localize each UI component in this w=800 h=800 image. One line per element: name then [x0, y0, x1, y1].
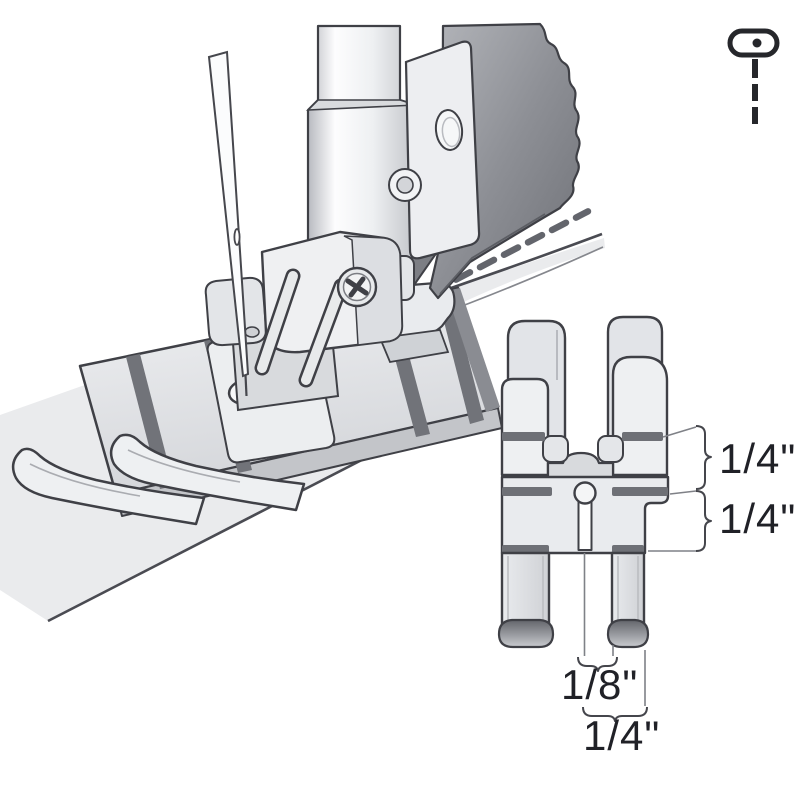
guide-band-row3-right: [612, 545, 644, 553]
dimension-label-right-lower: 1/4": [719, 495, 797, 542]
brace-bottom-base: [582, 706, 648, 722]
front-view-needle-hole: [573, 481, 597, 505]
sole-right-edge-band: [446, 288, 500, 412]
needle-eye: [233, 228, 241, 246]
spring-wires: [254, 268, 349, 388]
heel-pin: [244, 326, 260, 338]
sewing-scene: [0, 22, 605, 623]
brace-right-lower: [695, 490, 712, 552]
needle: [207, 50, 250, 397]
foot-toes: [11, 433, 306, 526]
brace-bottom-slot: [577, 656, 618, 672]
bridge-tab-right: [597, 435, 624, 463]
dimension-label-bottom-base: 1/4": [583, 712, 661, 759]
guide-band-row2-right: [612, 487, 668, 496]
brace-right-upper: [695, 425, 712, 490]
needle-bar-column: [306, 24, 418, 270]
toe-cap-left: [497, 618, 555, 649]
toe-inner: [109, 433, 306, 512]
leg-right: [610, 551, 646, 630]
shank-screw: [336, 266, 378, 308]
guide-band-row3-left: [502, 545, 549, 553]
phillips-cross-icon: [345, 276, 369, 298]
prong-right-front: [611, 355, 669, 477]
bridge-tab-left: [542, 435, 569, 463]
toe-outer: [11, 447, 206, 526]
leg-left: [500, 551, 551, 630]
guide-band-row1-right: [622, 432, 663, 441]
guide-band-row1-left: [502, 432, 545, 441]
dimension-label-bottom-slot: 1/8": [561, 661, 639, 708]
screw-top-view-icon: [727, 28, 780, 124]
needle-slot: [577, 497, 593, 551]
foot-bottom-view: [497, 315, 712, 722]
guide-band-row2-left: [502, 487, 552, 496]
machine-face-plate: [404, 40, 481, 260]
needle-tip: [244, 374, 248, 397]
toe-cap-right: [606, 618, 650, 649]
dimension-label-right-upper: 1/4": [719, 435, 797, 482]
machine-head-facet-line: [439, 213, 546, 295]
dimension-braces: [577, 425, 712, 722]
prong-left-front: [500, 377, 550, 477]
dimension-extension-lines: [583, 426, 697, 706]
